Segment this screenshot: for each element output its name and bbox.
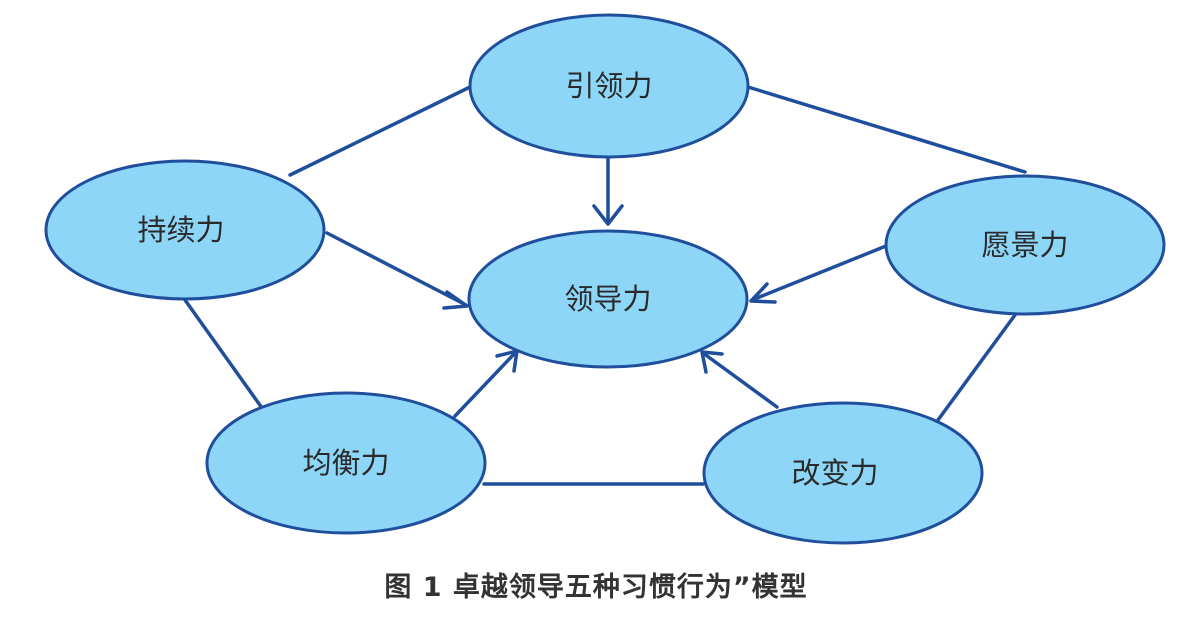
node-yuanjing: 愿景力 (884, 174, 1166, 316)
node-label-gaibian: 改变力 (791, 456, 878, 490)
figure-caption: 图 1 卓越领导五种习惯行为”模型 (384, 572, 808, 603)
edge-yuanjing-gaibian (936, 313, 1017, 422)
node-lingdao: 领导力 (467, 229, 749, 369)
node-yinling: 引领力 (468, 13, 750, 159)
node-junheng: 均衡力 (205, 391, 487, 535)
node-label-chixu: 持续力 (137, 213, 224, 247)
arrowhead-yinling (592, 204, 624, 226)
node-chixu: 持续力 (44, 159, 326, 301)
node-label-yinling: 引领力 (565, 69, 652, 103)
arrow-yuanjing-to-lingdao (750, 244, 888, 302)
arrow-junheng-to-lingdao (453, 350, 518, 418)
node-label-lingdao: 领导力 (564, 282, 651, 316)
arrow-gaibian-to-lingdao (701, 351, 779, 409)
node-gaibian: 改变力 (702, 401, 984, 545)
node-label-yuanjing: 愿景力 (981, 228, 1068, 262)
arrowhead-chixu (442, 290, 469, 310)
node-label-junheng: 均衡力 (302, 446, 389, 480)
edge-chixu-junheng (183, 298, 264, 410)
edge-yinling-yuanjing (746, 85, 1027, 174)
arrowhead-yuanjing (749, 282, 777, 304)
edge-yinling-chixu (288, 85, 472, 177)
arrow-chixu-to-lingdao (325, 231, 468, 307)
arrowhead-gaibian (700, 350, 724, 374)
